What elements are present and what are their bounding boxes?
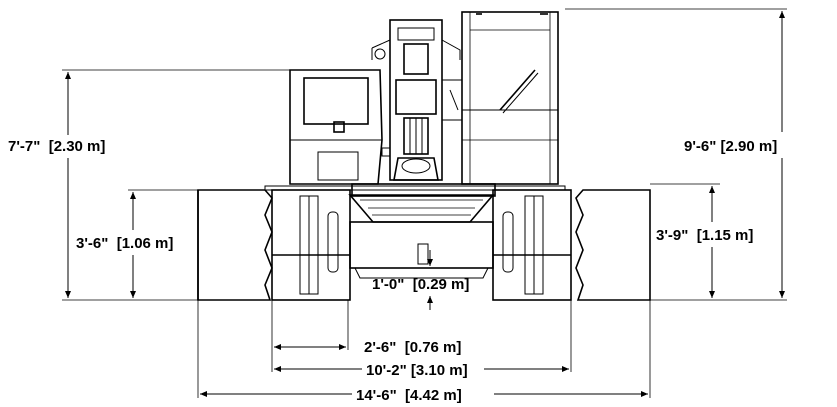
counterweight-clearance-label: 3'-9" [1.15 m] [656,227,753,244]
excavator-drawing [197,11,651,301]
cab [289,69,383,185]
overall-width-label: 14'-6" [4.42 m] [356,387,462,404]
track-shoe-width-label: 2'-6" [0.76 m] [364,339,461,356]
dimension-lines [62,8,787,398]
cab-height-label: 9'-6" [2.90 m] [684,138,777,155]
swing-bearing [264,183,566,197]
boom [371,19,461,181]
engine-housing [441,11,559,185]
ground-clearance-label: 1'-0" [0.29 m] [372,276,469,293]
right-track [575,189,651,301]
right-track-frame [492,189,572,301]
left-track-frame [271,189,351,301]
track-height-label: 3'-6" [1.06 m] [76,235,173,252]
track-gauge-label: 10'-2" [3.10 m] [366,362,468,379]
car-body [348,194,495,279]
left-track [197,189,273,301]
overall-height-label: 7'-7" [2.30 m] [8,138,105,155]
